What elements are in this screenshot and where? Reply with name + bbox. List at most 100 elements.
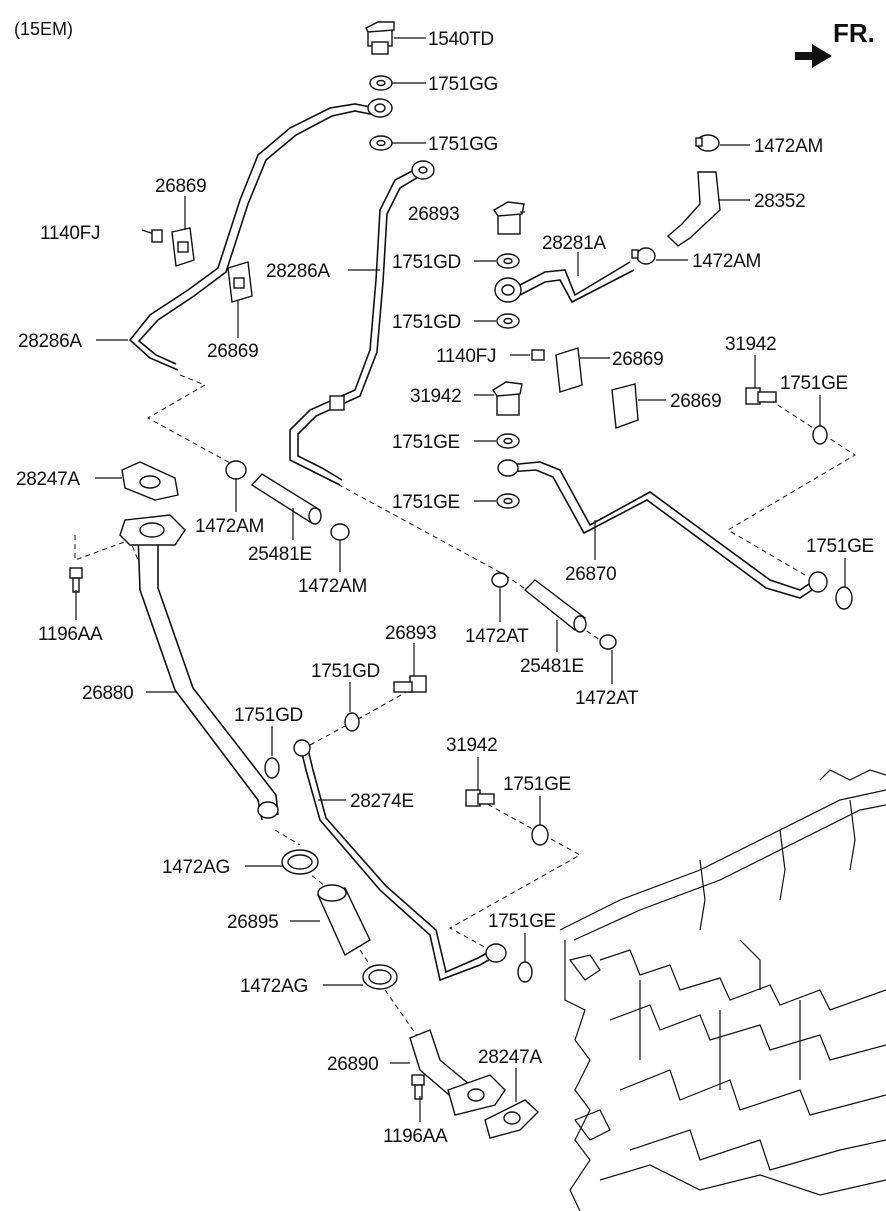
label-1472at: 1472AT [465, 626, 529, 647]
washer-hole [503, 257, 513, 265]
label-1140fj: 1140FJ [40, 223, 100, 244]
label-25481e: 25481E [520, 656, 584, 677]
bracket-26869-a [171, 227, 195, 267]
label-28247a: 28247A [478, 1047, 542, 1068]
engine-code: (15EM) [14, 19, 73, 39]
label-1751gd: 1751GD [311, 661, 380, 682]
label-1751gd: 1751GD [392, 312, 461, 333]
gasket-28247a-a [121, 461, 179, 501]
label-1472ag: 1472AG [162, 857, 230, 878]
washer-1751ge-e [531, 824, 549, 846]
banjo-bolt-31942-b [492, 381, 523, 416]
washer-1751gd-c [344, 712, 360, 732]
clamp-1472at-a [491, 572, 509, 588]
washer-1751ge-c [812, 425, 828, 445]
pipe-28274e [293, 739, 507, 982]
washer-1751gd-d [264, 757, 280, 779]
label-26869: 26869 [207, 341, 258, 362]
bolt-1140fj-a [141, 229, 163, 243]
washer-hole [503, 317, 513, 325]
clamp-1472am-d [330, 523, 350, 541]
pipe-26880 [119, 514, 279, 821]
label-31942: 31942 [410, 386, 461, 407]
washer-1751ge-f [517, 961, 533, 983]
gasket-28247a-b [484, 1099, 540, 1139]
label-26869: 26869 [670, 391, 721, 412]
bolt-1196aa-a [69, 567, 83, 593]
bracket-26869-d [611, 383, 639, 429]
bolt-1196aa-b [411, 1074, 425, 1100]
pipe-28281a [494, 261, 635, 304]
label-28281a: 28281A [542, 233, 606, 254]
pipe-26870 [497, 459, 828, 599]
label-1472am: 1472AM [692, 251, 761, 272]
label-1472am: 1472AM [298, 576, 367, 597]
label-26895: 26895 [227, 912, 278, 933]
label-1751ge: 1751GE [392, 492, 460, 513]
label-1751gg: 1751GG [428, 134, 498, 155]
label-1472at: 1472AT [575, 688, 639, 709]
clamp-1472ag-b [362, 964, 398, 990]
label-31942: 31942 [446, 735, 497, 756]
hose-26895 [317, 884, 371, 957]
label-26893: 26893 [408, 204, 459, 225]
label-28247a: 28247A [16, 469, 80, 490]
label-1751gd: 1751GD [234, 705, 303, 726]
clamp-1472ag-a [281, 849, 319, 875]
label-26869: 26869 [155, 176, 206, 197]
leader-lines [75, 37, 846, 1122]
front-direction-label: FR. [833, 18, 875, 48]
label-1751ge: 1751GE [503, 774, 571, 795]
engine-block-outline [559, 769, 886, 1211]
clamp-1472am-c [225, 460, 247, 480]
sleeve-25481e-a [250, 473, 322, 525]
bracket-26869-b [227, 261, 253, 303]
pipe-28286a-left [128, 98, 393, 371]
label-26880: 26880 [82, 683, 133, 704]
label-1751gg: 1751GG [428, 74, 498, 95]
label-1751gd: 1751GD [392, 252, 461, 273]
label-26893: 26893 [385, 623, 436, 644]
label-1196aa: 1196AA [38, 624, 103, 645]
washer-hole [503, 497, 513, 505]
pipe-26890 [409, 1029, 506, 1116]
banjo-bolt-1540td [365, 21, 395, 55]
bolt-1140fj-b [531, 349, 545, 361]
part-labels: 1540TD 1751GG 1751GG 1472AM 28352 26869 … [16, 29, 874, 1147]
label-1140fj: 1140FJ [436, 346, 496, 367]
label-1196aa: 1196AA [383, 1126, 448, 1147]
connection-dashed-lines [74, 374, 856, 1041]
clamp-1472am-mid [631, 247, 656, 265]
label-1472ag: 1472AG [240, 976, 308, 997]
washer-hole [376, 79, 386, 87]
label-1472am: 1472AM [195, 516, 264, 537]
label-1540td: 1540TD [428, 29, 494, 50]
label-26869: 26869 [612, 349, 663, 370]
label-28286a: 28286A [266, 261, 330, 282]
pipe-28286a-right [289, 160, 435, 486]
clamp-1472am-top [695, 134, 720, 152]
label-31942: 31942 [725, 334, 776, 355]
hose-28352 [666, 171, 721, 247]
clamp-1472at-b [599, 634, 617, 650]
label-1751ge: 1751GE [780, 373, 848, 394]
label-26890: 26890 [327, 1054, 378, 1075]
label-28352: 28352 [754, 191, 805, 212]
label-26870: 26870 [565, 564, 616, 585]
banjo-bolt-31942-c [465, 789, 495, 807]
label-28286a: 28286A [18, 331, 82, 352]
label-25481e: 25481E [248, 544, 312, 565]
bracket-26869-c [555, 347, 583, 393]
washer-hole [376, 139, 386, 147]
sleeve-25481e-b [523, 579, 587, 633]
banjo-bolt-31942-a [745, 387, 777, 405]
label-28274e: 28274E [350, 791, 414, 812]
label-1751ge: 1751GE [806, 536, 874, 557]
label-1751ge: 1751GE [392, 432, 460, 453]
label-1472am: 1472AM [754, 136, 823, 157]
washer-hole [503, 437, 513, 445]
washer-1751ge-d [835, 586, 853, 610]
banjo-bolt-26893-a [493, 201, 525, 235]
